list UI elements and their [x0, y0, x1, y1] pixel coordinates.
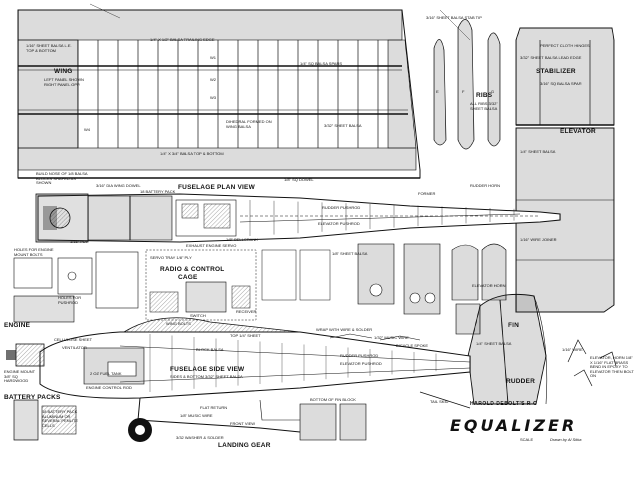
elevator-pushrod-side-note: ELEVATOR PUSHROD: [340, 361, 382, 366]
battery-pack-note: 18 BATTERY PACK: [140, 189, 176, 194]
wing-dowel-note: 3/16" DIA WING DOWEL: [96, 183, 141, 188]
landing-gear-wire-note: 1/8" MUSIC WIRE: [180, 413, 213, 418]
engine-mount-note: ENGINE MOUNT 3/8" SQ HARDWOOD: [4, 369, 36, 383]
ribs-note: ALL RIBS 3/32" SHEET BALSA: [470, 101, 498, 111]
receiver-note: RECEIVER: [236, 309, 257, 314]
rudder-horn-note: RUDDER HORN: [470, 183, 500, 188]
ribs-title: RIBS: [476, 92, 493, 99]
holes-pushrod-note: HOLES FOR PUSHROD: [58, 295, 82, 305]
rib-label-w1: W1: [210, 55, 216, 60]
bottom-block-note: BOTTOM OF FIN BLOCK: [310, 397, 356, 402]
fuselage-sides-note: SIDES & BOTTOM 3/32" SHEET BALSA: [170, 374, 243, 379]
stab-lead-note: 3/32" SHEET BALSA LEAD EDGE: [520, 55, 582, 60]
cage-title: CAGE: [178, 274, 198, 281]
music-wire-note: 1/32" MUSIC WIRE: [374, 335, 409, 340]
engine-mount-sketches: [13, 257, 93, 323]
fin-sheet-note: 1/4" SHEET BALSA: [476, 341, 512, 346]
rudder-title: RUDDER: [506, 378, 536, 385]
elevator-horn-sketch: [567, 339, 617, 387]
fuselage-side-title: FUSELAGE SIDE VIEW: [170, 366, 245, 373]
gear-nut-note: 3/32 WASHER & SOLDER: [176, 435, 224, 440]
lightening-hole-panels: [357, 243, 507, 335]
drawn-by-note: Drawn by Al Sitka: [550, 437, 582, 442]
plan-title: EQUALIZER: [450, 416, 578, 435]
ventilator-note: VENTILATOR: [62, 345, 87, 350]
elevator-sheet-note: 1/4" SHEET BALSA: [520, 149, 556, 154]
build-nose-note: BUILD NOSE OF 1/8 BALSA BLOCKS SHAPED AS…: [36, 171, 88, 185]
wing-rib-drawings: [433, 19, 501, 150]
balsa-sheet-note: 1/8" SHEET BALSA: [332, 251, 368, 256]
fin-title: FIN: [508, 322, 520, 329]
elevator-drawing: [515, 127, 615, 313]
wing-le-bottom-note: 1/4" X 3/4" BALSA TOP & BOTTOM: [160, 151, 224, 156]
rib-mark-f: F: [462, 89, 465, 94]
wire-detail-sketch: [329, 333, 421, 341]
elevator-pushrod-note: ELEVATOR PUSHROD: [318, 221, 360, 226]
stab-hinges-note: PERFECT CLOTH HINGES: [540, 43, 590, 48]
wing-panel-drawing: [17, 9, 421, 179]
front-view-note: FRONT VIEW: [230, 421, 256, 426]
fuselage-plan-title: FUSELAGE PLAN VIEW: [178, 184, 255, 191]
wing-bolts-note: WING BOLTS: [166, 321, 191, 326]
engine-servo-note: EXHAUST ENGINE SERVO: [186, 243, 237, 248]
switch-note: SWITCH: [190, 313, 206, 318]
rib-label-w3: W3: [210, 95, 216, 100]
plan-dowel-note: 1/8" SQ DOWEL: [284, 177, 314, 182]
wing-spar-note: 1/4" SQ BALSA SPARS: [300, 61, 343, 66]
tail-skid-note: TAIL SKID: [430, 399, 449, 404]
wing-dihedral-note: DIHEDRAL FORMED ON WING BALSA: [226, 119, 272, 129]
radio-cage-drawing: [95, 249, 331, 321]
rudder-pushrod-side-note: RUDDER PUSHROD: [340, 353, 379, 358]
rib-label-w4: W4: [84, 127, 90, 132]
stabilizer-title: STABILIZER: [536, 68, 576, 75]
fin-rudder-drawing: [467, 293, 548, 405]
wing-ribs-note: 3/32" SHEET BALSA: [324, 123, 362, 128]
servo-tray-note: SERVO TRAY 1/8" PLY: [150, 255, 192, 260]
wing-panel-note: LEFT PANEL SHOWN RIGHT PANEL OPP.: [44, 77, 84, 87]
former-note: FORMER: [418, 191, 436, 196]
stab-spar-note: 3/16" SQ BALSA SPAR: [540, 81, 582, 86]
bicycle-spoke-note: BICYCLE SPOKE: [396, 343, 429, 348]
battery-note: 18 BATTERY PACK ALUMINUM OR SEVERAL PENL…: [42, 409, 79, 428]
flat-return-note: FLAT RETURN: [200, 405, 228, 410]
wrap-wire-note: WRAP WITH WIRE & SOLDER: [316, 327, 373, 332]
bellcrank-note: 1/8" BELLCRANK: [226, 237, 258, 242]
fuselage-plan-view: [35, 193, 561, 243]
elevator-title: ELEVATOR: [560, 128, 596, 135]
elevator-horn-note: ELEVATOR HORN: [472, 283, 506, 288]
rib-mark-e: E: [436, 89, 439, 94]
landing-gear-title: LANDING GEAR: [218, 442, 271, 449]
designer-credit: HAROLD DEBOLT'S R-C: [470, 401, 538, 407]
engine-title: ENGINE: [4, 322, 31, 329]
stabilizer-drawing: [515, 27, 615, 126]
engine-rod-note: ENGINE CONTROL ROD: [86, 385, 132, 390]
cellulose-note: CELLULOSE SHEET: [54, 337, 93, 342]
wing-te-note: 1/4" X 1/2" BALSA TRAILING EDGE: [150, 37, 215, 42]
rib-mark-g: G: [491, 89, 495, 94]
elevator-horn-detail-note: ELEVATOR, HORN 1/8" X 1/16" FLAT BRASS B…: [590, 355, 634, 378]
battery-pack-drawing: [13, 399, 77, 441]
scale-note: Scale: [520, 437, 534, 442]
wing-section-title: WING: [54, 68, 73, 75]
fuselage-top-note: TOP 1/4" SHEET: [230, 333, 261, 338]
block-balsa-note: BLOCK BALSA: [196, 347, 224, 352]
elevator-wire-note: 1/16" WIRE: [562, 347, 583, 352]
wing-le-sheet-note: 1/16" SHEET BALSA L.E. TOP & BOTTOM: [26, 43, 72, 53]
ply-note: 1/16" PLY: [70, 239, 88, 244]
rudder-pushrod-note: RUDDER PUSHROD: [322, 205, 361, 210]
radio-title: RADIO & CONTROL: [160, 266, 225, 273]
fuselage-side-view: [6, 317, 471, 399]
landing-gear-drawing: [128, 391, 471, 442]
battery-title: BATTERY PACKS: [4, 394, 61, 401]
fuel-tank-note: 2 OZ FUEL TANK: [90, 371, 122, 376]
wing-tip-note: 3/16" SHEET BALSA STAB TIP: [426, 15, 482, 20]
holes-engine-note: HOLES FOR ENGINE MOUNT BOLTS: [14, 247, 54, 257]
elevator-joiner-note: 1/16" WIRE JOINER: [520, 237, 557, 242]
rib-label-w2: W2: [210, 77, 216, 82]
